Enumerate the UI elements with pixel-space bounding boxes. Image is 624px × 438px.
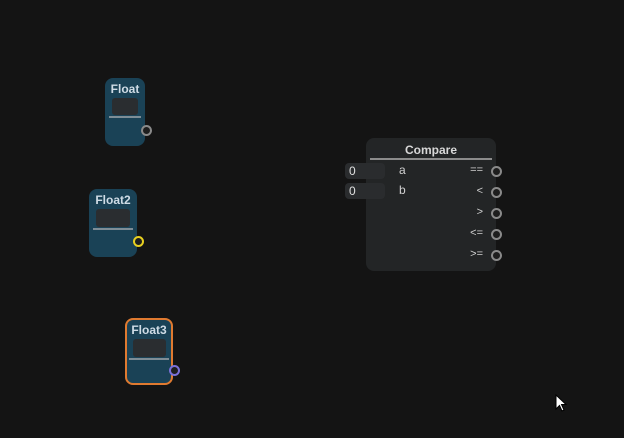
value-preview — [112, 98, 138, 115]
output-le-label: <= — [470, 227, 483, 239]
output-le-port[interactable] — [491, 229, 502, 240]
output-lt-port[interactable] — [491, 187, 502, 198]
node-title: Float — [110, 82, 140, 96]
node-title: Float2 — [95, 193, 131, 207]
divider — [109, 116, 141, 118]
output-ge-port[interactable] — [491, 250, 502, 261]
divider — [129, 358, 169, 360]
compare-node[interactable]: Compare — [366, 138, 496, 271]
value-preview — [133, 339, 166, 357]
float3-node[interactable]: Float3 — [125, 318, 173, 385]
node-title: Float3 — [131, 323, 167, 337]
input-b-field[interactable]: 0 — [345, 183, 385, 199]
output-gt-label: > — [476, 206, 483, 218]
output-eq-port[interactable] — [491, 166, 502, 177]
divider — [93, 228, 133, 230]
output-ge-label: >= — [470, 248, 483, 260]
float2-node[interactable]: Float2 — [89, 189, 137, 257]
output-lt-label: < — [476, 185, 483, 197]
float-node[interactable]: Float — [105, 78, 145, 146]
float-output-port[interactable] — [141, 125, 152, 136]
divider — [370, 158, 492, 160]
input-a-field[interactable]: 0 — [345, 163, 385, 179]
input-a-label: a — [399, 163, 406, 177]
node-title: Compare — [404, 143, 457, 157]
input-b-label: b — [399, 183, 406, 197]
float3-output-port[interactable] — [169, 365, 180, 376]
output-eq-label: == — [470, 164, 483, 176]
mouse-cursor-icon — [555, 394, 568, 412]
value-preview — [96, 209, 130, 227]
float2-output-port[interactable] — [133, 236, 144, 247]
output-gt-port[interactable] — [491, 208, 502, 219]
